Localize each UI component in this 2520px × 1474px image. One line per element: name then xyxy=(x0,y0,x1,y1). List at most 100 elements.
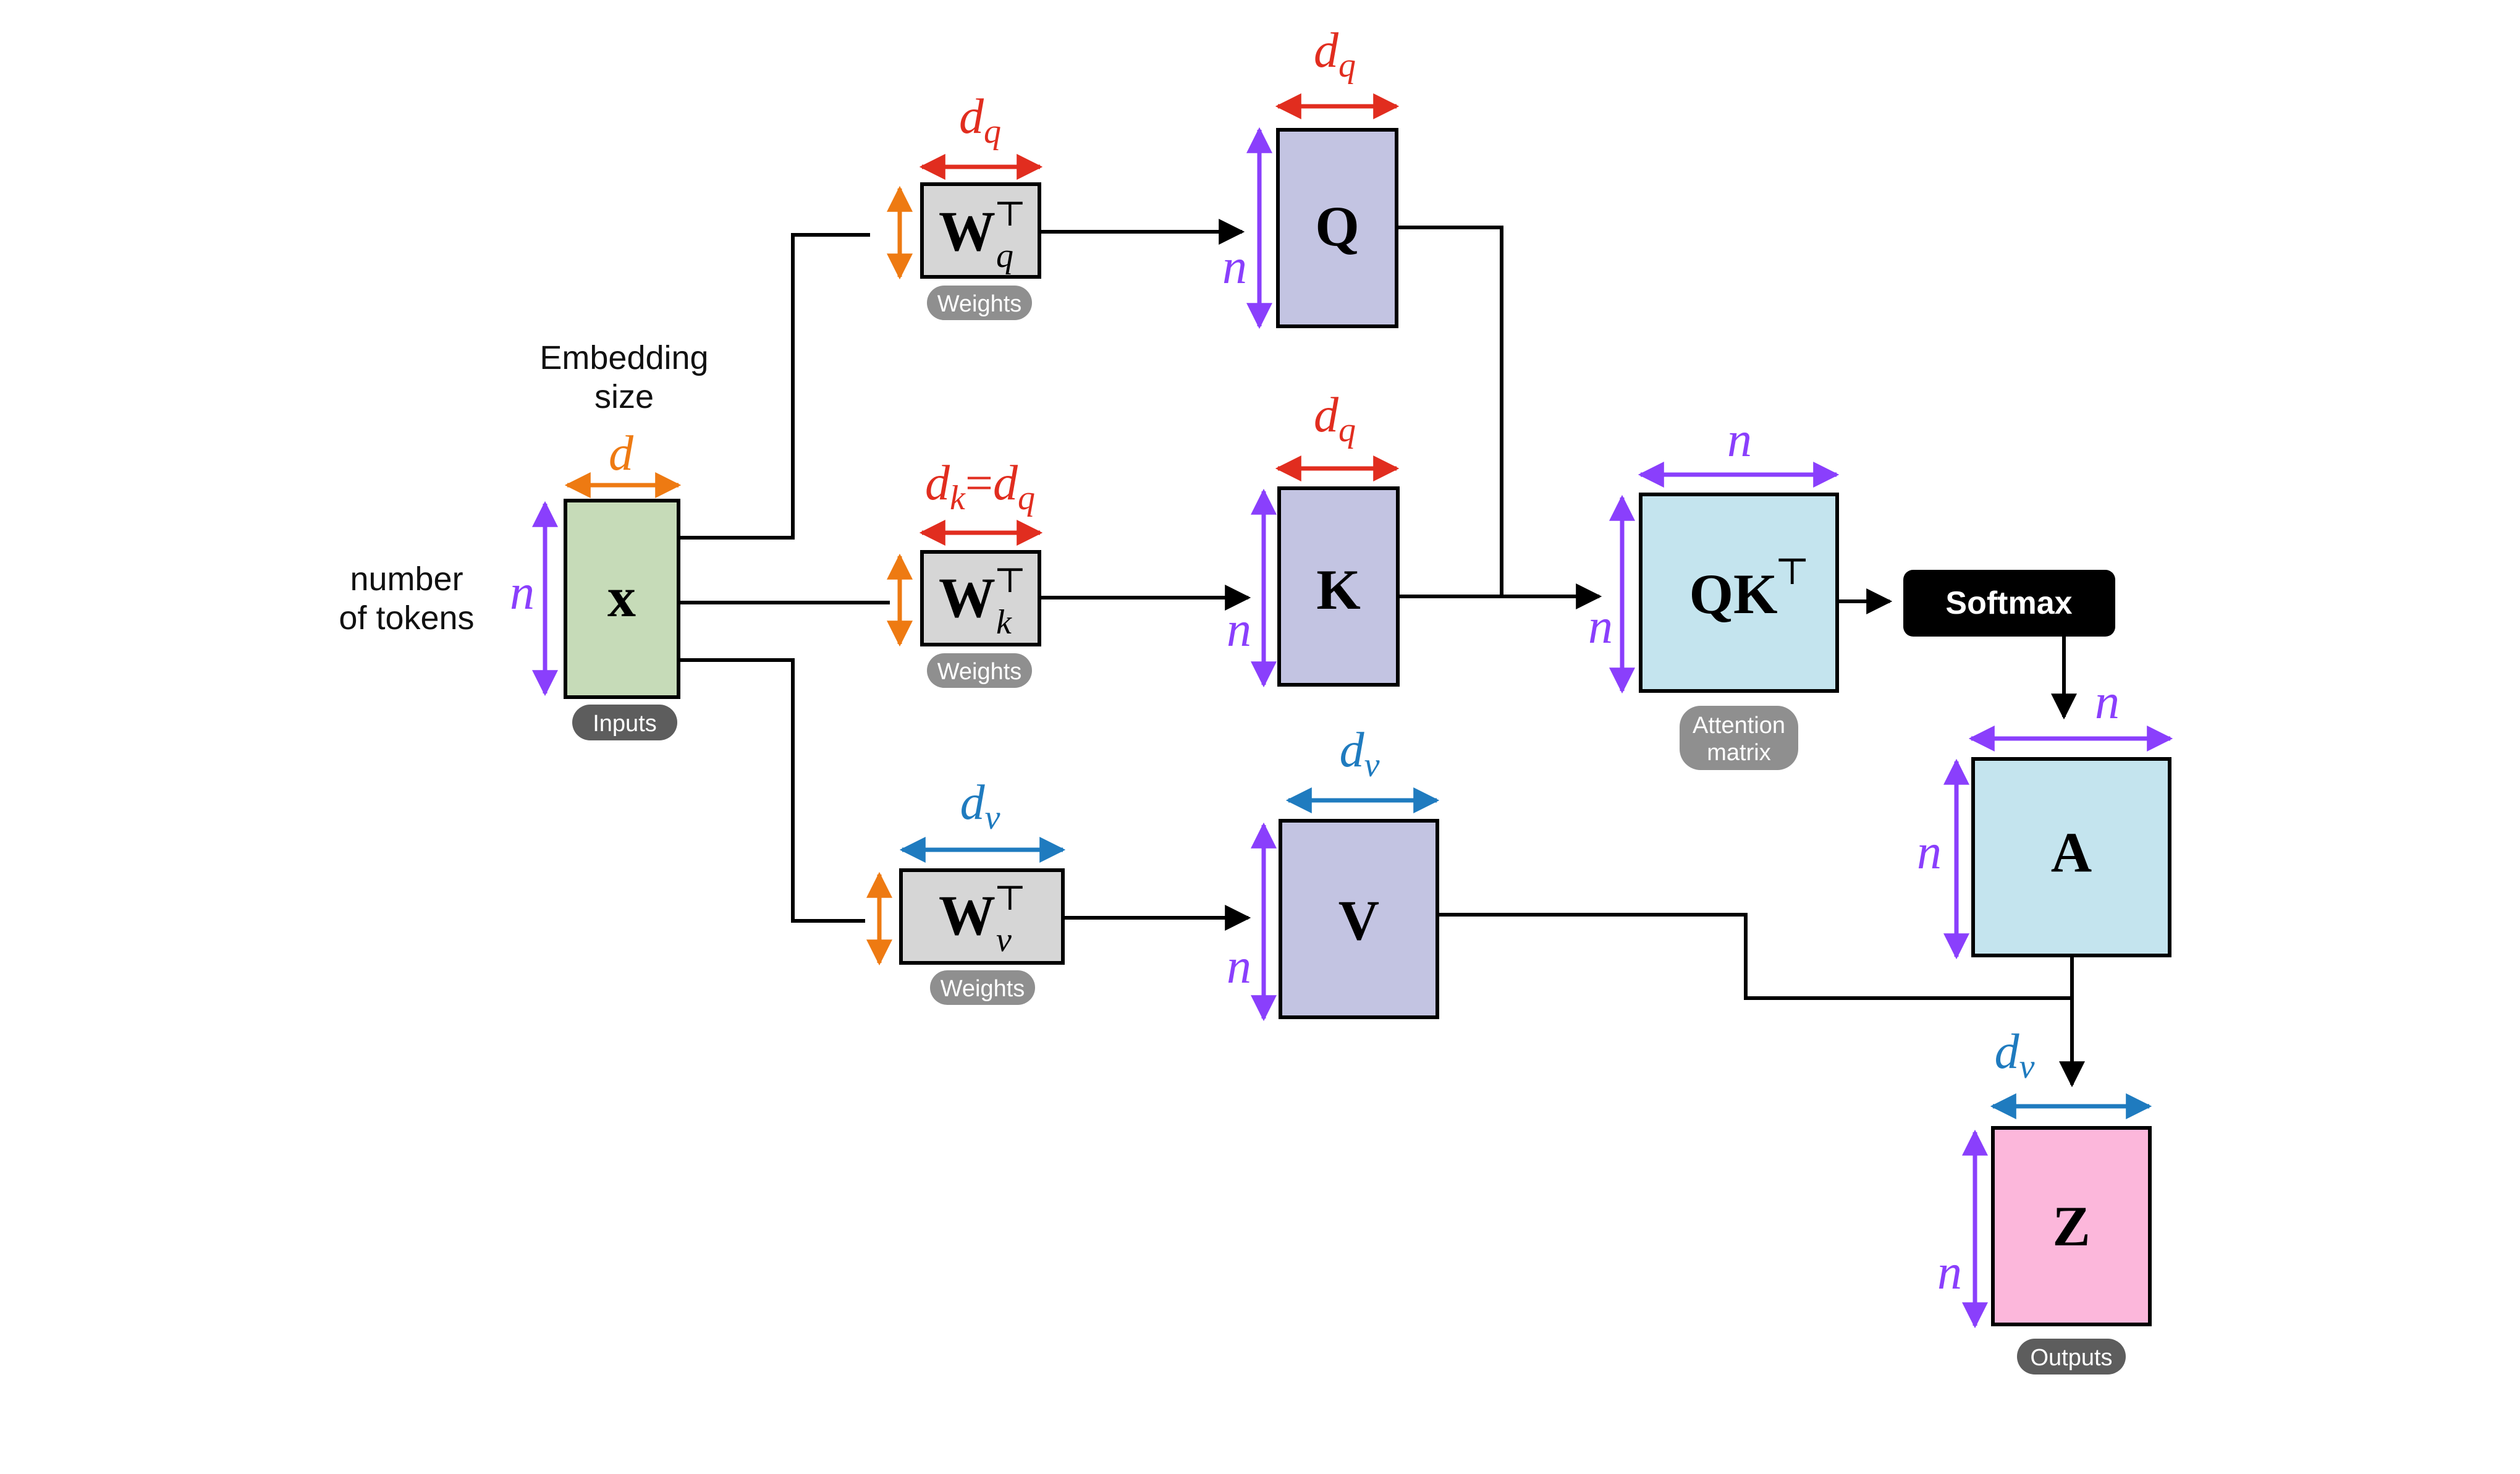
input-x-group: d n x Inputs xyxy=(510,426,682,740)
wq-width-label-sub: q xyxy=(984,112,1001,151)
input-x-matrix xyxy=(564,499,680,699)
svg-text:W: W xyxy=(939,884,996,947)
output-z-label: Z xyxy=(2052,1195,2090,1258)
attention-matrix-pill-line1: Attention xyxy=(1693,713,1785,739)
key-matrix-label: K xyxy=(1316,558,1361,621)
attention-matrix-pill-line2: matrix xyxy=(1707,740,1770,766)
number-of-tokens-label-line1: number xyxy=(350,561,463,598)
qk-width-label: n xyxy=(1727,413,1752,467)
value-matrix-label: V xyxy=(1338,889,1379,952)
weight-wk-matrix xyxy=(920,550,1041,646)
connectors xyxy=(677,219,2085,1088)
weight-wv-matrix xyxy=(899,868,1065,965)
connector-x-to-wq xyxy=(677,233,870,540)
attention-scores-label: QK xyxy=(1689,562,1777,625)
k-width-label-sub: q xyxy=(1338,411,1356,449)
svg-text:dv: dv xyxy=(1995,1025,2035,1086)
attention-weights-group: n n A xyxy=(1917,675,2173,960)
svg-text:dk=dq: dk=dq xyxy=(925,456,1035,517)
number-of-tokens-label-line2: of tokens xyxy=(339,599,474,637)
svg-text:dq: dq xyxy=(1314,23,1356,85)
softmax-group: Softmax xyxy=(1903,570,2115,637)
q-width-label: d xyxy=(1314,23,1339,78)
key-matrix-group: dq n K xyxy=(1227,388,1400,688)
k-width-label: d xyxy=(1314,388,1339,443)
wk-label-sup: ⊤ xyxy=(994,562,1026,600)
value-matrix xyxy=(1279,819,1439,1019)
wq-label: W xyxy=(939,200,996,263)
weight-wv-group: dv W ⊤ v Weights xyxy=(866,776,1066,1005)
weight-wq-group: dq W ⊤ q Weights xyxy=(887,90,1043,320)
svg-text:dv: dv xyxy=(960,776,1000,837)
weights-pill-v xyxy=(930,970,1035,1005)
output-z-group: dv n Z Outputs xyxy=(1937,1025,2152,1374)
wv-width-label: d xyxy=(960,776,986,830)
weight-wq-matrix xyxy=(920,182,1041,279)
wv-label-sup: ⊤ xyxy=(994,879,1026,918)
a-height-label: n xyxy=(1917,825,1942,879)
x-height-label: n xyxy=(510,565,535,620)
weight-wk-group: dk=dq W ⊤ k Weights xyxy=(887,456,1043,688)
attention-weights-matrix xyxy=(1971,757,2171,957)
wk-width-label-sub2: q xyxy=(1018,479,1035,517)
q-height-label: n xyxy=(1222,240,1247,294)
embedding-size-label-line2: size xyxy=(594,378,654,415)
outputs-pill xyxy=(2017,1339,2126,1374)
attention-weights-label: A xyxy=(2051,821,2092,884)
inputs-pill-label: Inputs xyxy=(593,711,657,737)
weights-pill-q xyxy=(927,286,1032,320)
query-matrix-group: dq n Q xyxy=(1222,23,1400,329)
wv-width-label-sub: v xyxy=(985,798,1000,837)
connector-x-to-wv xyxy=(677,658,865,923)
inputs-pill xyxy=(572,705,677,740)
svg-text:W: W xyxy=(939,200,996,263)
svg-text:W: W xyxy=(939,566,996,629)
connector-v-to-z xyxy=(1437,913,2072,1000)
attention-scores-group: n n QK ⊤ Attention matrix xyxy=(1588,413,1840,770)
wk-label: W xyxy=(939,566,996,629)
v-width-label: d xyxy=(1340,723,1365,777)
x-width-label: d xyxy=(609,426,634,481)
wk-width-label-eq: = xyxy=(965,456,993,510)
softmax-label: Softmax xyxy=(1945,585,2072,621)
svg-text:dq: dq xyxy=(959,90,1001,151)
wk-width-label-d2: d xyxy=(993,456,1018,510)
wk-width-label: d xyxy=(925,456,950,510)
v-height-label: n xyxy=(1227,939,1251,994)
wq-label-sup: ⊤ xyxy=(994,195,1026,234)
wq-label-sub: q xyxy=(996,237,1013,275)
value-matrix-group: dv n V xyxy=(1227,723,1440,1022)
wk-label-sub: k xyxy=(996,603,1012,642)
key-matrix xyxy=(1277,486,1400,687)
wv-label: W xyxy=(939,884,996,947)
wv-label-sub: v xyxy=(996,921,1012,959)
output-z-matrix xyxy=(1991,1126,2152,1326)
query-matrix-label: Q xyxy=(1315,195,1359,258)
wk-width-label-sub1: k xyxy=(950,479,966,517)
weights-pill-v-label: Weights xyxy=(941,976,1025,1002)
input-x-label: x xyxy=(607,565,636,629)
k-height-label: n xyxy=(1227,603,1251,657)
connector-q-to-qk xyxy=(1398,226,1503,596)
z-height-label: n xyxy=(1937,1245,1962,1300)
weights-pill-q-label: Weights xyxy=(937,291,1022,317)
q-width-label-sub: q xyxy=(1338,46,1356,85)
a-width-label: n xyxy=(2095,675,2120,729)
attention-matrix-pill xyxy=(1680,706,1798,770)
wq-width-label: d xyxy=(959,90,984,144)
svg-text:dq: dq xyxy=(1314,388,1356,449)
qk-height-label: n xyxy=(1588,599,1613,654)
v-width-label-sub: v xyxy=(1364,746,1380,784)
weights-pill-k-label: Weights xyxy=(937,659,1022,685)
softmax-box xyxy=(1903,570,2115,637)
outputs-pill-label: Outputs xyxy=(2030,1345,2112,1371)
query-matrix xyxy=(1276,128,1398,328)
z-width-label-sub: v xyxy=(2019,1048,2035,1086)
embedding-size-label-line1: Embedding xyxy=(539,339,708,376)
z-width-label: d xyxy=(1995,1025,2020,1079)
attention-scores-matrix xyxy=(1639,493,1839,693)
svg-text:dv: dv xyxy=(1340,723,1380,784)
attention-scores-label-sup: ⊤ xyxy=(1775,551,1809,592)
weights-pill-k xyxy=(927,653,1032,688)
